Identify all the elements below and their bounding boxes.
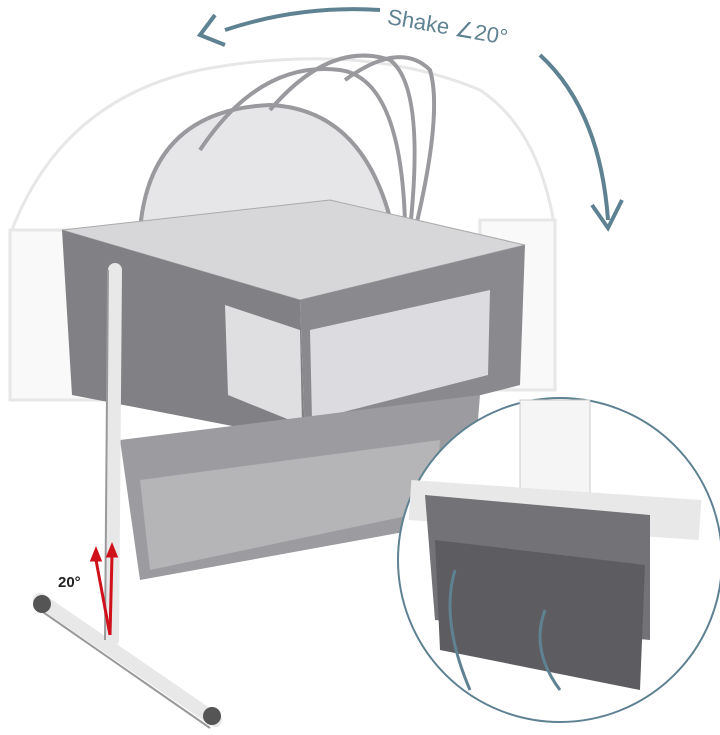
wheel xyxy=(33,595,51,613)
wheel xyxy=(203,707,221,725)
shake-arrow xyxy=(196,7,624,232)
storage-basket xyxy=(120,395,480,580)
angle-marker xyxy=(89,541,119,636)
sleeping-basket xyxy=(61,199,526,440)
tilt-angle-label: 20° xyxy=(58,574,81,591)
hinge-detail-inset xyxy=(397,397,720,723)
